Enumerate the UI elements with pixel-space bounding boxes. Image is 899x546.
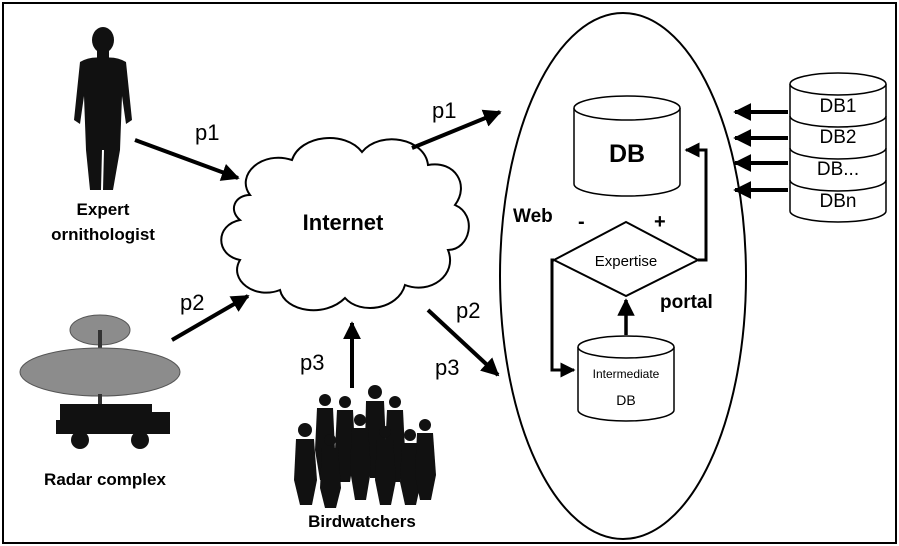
intermediate-db-cylinder: [577, 335, 675, 422]
radar-label: Radar complex: [44, 470, 166, 489]
birdwatchers-crowd-icon: [294, 385, 436, 508]
plus-label: +: [654, 211, 666, 233]
expert-silhouette-icon: [74, 27, 132, 190]
intermediate-db-label-line1: Intermediate: [593, 367, 660, 381]
main-db-label: DB: [609, 140, 645, 168]
expertise-label: Expertise: [595, 253, 658, 270]
p3-in-label: p3: [300, 350, 324, 375]
db-stack-label-1: DB1: [820, 96, 857, 117]
p1-in-label: p1: [195, 120, 219, 145]
p2-in-label: p2: [180, 290, 204, 315]
expert-label-line1: Expert: [77, 200, 130, 219]
external-db-stack: [789, 72, 887, 223]
web-label: Web: [513, 206, 553, 227]
p3-out-label: p3: [435, 355, 459, 380]
minus-label: -: [578, 211, 585, 233]
web-portal-boundary: [499, 12, 747, 540]
p1-out-label: p1: [432, 98, 456, 123]
p2-out-label: p2: [456, 298, 480, 323]
arrow-internet-to-portal-p23: [426, 308, 500, 377]
db-stack-label-4: DBn: [820, 191, 857, 212]
expert-label-line2: ornithologist: [51, 225, 155, 244]
intermediate-db-label-line2: DB: [616, 392, 635, 408]
expertise-decision-diamond: [551, 220, 701, 298]
portal-label: portal: [660, 292, 713, 313]
db-stack-label-2: DB2: [820, 127, 857, 148]
internet-cloud: [220, 137, 470, 312]
arrow-expertise-minus-to-intermediate: [550, 258, 576, 378]
arrow-expertise-plus-to-db: [684, 142, 708, 262]
main-db-cylinder: [573, 95, 681, 197]
db-stack-label-3: DB...: [817, 159, 859, 180]
internet-label: Internet: [303, 210, 384, 235]
arrow-radar-to-internet: [170, 294, 250, 342]
arrow-expert-to-internet: [134, 138, 240, 181]
arrow-internet-to-portal-p1: [411, 109, 502, 150]
radar-icon: [19, 314, 181, 449]
birdwatchers-label: Birdwatchers: [308, 512, 416, 531]
